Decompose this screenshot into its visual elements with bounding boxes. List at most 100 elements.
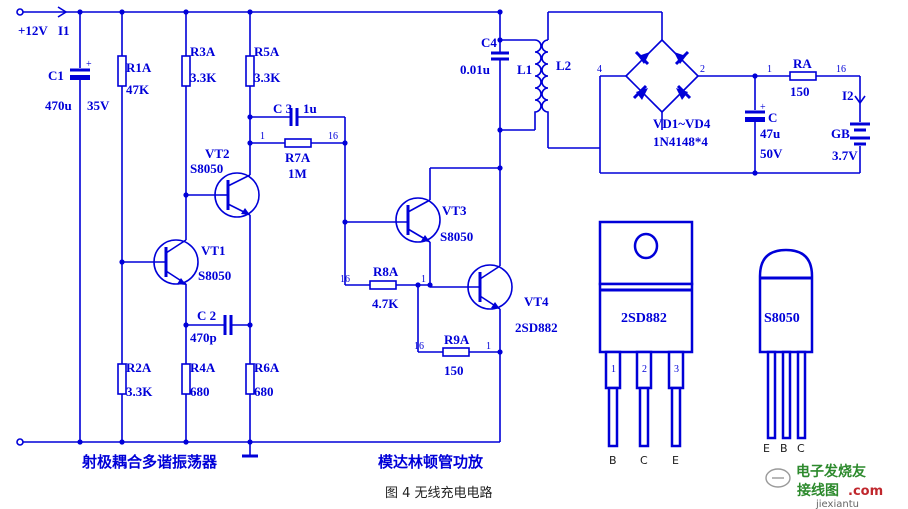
- vd-type: 1N4148*4: [653, 134, 708, 149]
- vd-label: VD1~VD4: [653, 116, 711, 131]
- amplifier-section-label: 模达林顿管功放: [378, 453, 484, 471]
- bridge-pin4: 4: [597, 64, 602, 75]
- vt2-base-junction: [183, 192, 189, 198]
- ra-pin16: 16: [836, 64, 846, 75]
- r9a-pin16: 16: [414, 341, 424, 352]
- r4a-value: 680: [190, 384, 210, 399]
- resistor-r4a: [181, 288, 191, 442]
- r4a-label: R4A: [190, 360, 216, 375]
- l2-label: L2: [556, 58, 571, 73]
- package-2sd882-pin-e: E: [672, 454, 679, 467]
- vt4-type: 2SD882: [515, 320, 558, 335]
- package-2sd882-name: 2SD882: [621, 311, 667, 326]
- vt2-type: S8050: [190, 161, 223, 176]
- r7a-label: R7A: [285, 150, 311, 165]
- svg-text:+: +: [86, 59, 92, 70]
- c-voltage: 50V: [760, 146, 783, 161]
- rail-junctions: [77, 9, 253, 445]
- capacitor-c2: [183, 315, 253, 335]
- c4-label: C4: [481, 35, 497, 50]
- r1a-label: R1A: [126, 60, 152, 75]
- svg-text:+: +: [760, 102, 766, 113]
- c-capacitance: 47u: [760, 126, 780, 141]
- r2a-value: 3.3K: [126, 384, 153, 399]
- r8a-pin1: 1: [421, 274, 426, 285]
- resistor-r6a: [245, 215, 255, 442]
- i1-label: I1: [58, 23, 70, 38]
- package-2sd882-pin-c: C: [640, 454, 648, 467]
- c1-voltage: 35V: [87, 98, 110, 113]
- oscillator-section-label: 射极耦合多谐振荡器: [81, 453, 218, 471]
- vt1-type: S8050: [198, 268, 231, 283]
- r9a-value: 150: [444, 363, 464, 378]
- package-s8050-pin-e: E: [763, 442, 770, 455]
- c-label: C: [768, 110, 777, 125]
- package-s8050-pin-c: C: [797, 442, 805, 455]
- top-power-rail: [16, 6, 500, 18]
- ra-label: RA: [793, 56, 812, 71]
- ra-pin1: 1: [767, 64, 772, 75]
- r5a-value: 3.3K: [254, 70, 281, 85]
- figure-caption: 图 4 无线充电电路: [385, 485, 493, 501]
- vt2-label: VT2: [205, 146, 230, 161]
- r3a-label: R3A: [190, 44, 216, 59]
- watermark-logo-icon: [765, 468, 791, 488]
- transistor-vt2: [214, 172, 260, 218]
- r8a-label: R8A: [373, 264, 399, 279]
- package-s8050-pin-b: B: [780, 442, 788, 455]
- resistor-r1a: [117, 12, 127, 364]
- transistor-vt3: [345, 167, 500, 285]
- package-2sd882: [598, 220, 694, 448]
- c2-value: 470p: [190, 330, 217, 345]
- watermark-line2: 接线图: [797, 482, 839, 499]
- r8a-pin16: 16: [340, 274, 350, 285]
- bottom-ground-rail: [16, 438, 500, 458]
- vt3-label: VT3: [442, 203, 467, 218]
- r5a-label: R5A: [254, 44, 280, 59]
- transistor-vt1: [122, 230, 199, 288]
- supply-label: +12V: [18, 23, 48, 38]
- vt3-type: S8050: [440, 229, 473, 244]
- bridge-rectifier: [599, 12, 860, 173]
- r9a-pin1: 1: [486, 341, 491, 352]
- watermark-line4: jiexiantu: [815, 499, 859, 509]
- resistor-r2a: [117, 363, 127, 442]
- r6a-value: 680: [254, 384, 274, 399]
- c2-label: C 2: [197, 308, 216, 323]
- c1-capacitance: 470u: [45, 98, 72, 113]
- package-2sd882-pinnum-3: 3: [674, 364, 679, 375]
- output-ground-junction: [752, 170, 758, 176]
- resistor-r8a: [345, 280, 433, 290]
- gb-voltage: 3.7V: [832, 148, 858, 163]
- resistor-r5a: [245, 12, 255, 175]
- resistor-r9a: [415, 282, 503, 357]
- r3a-value: 3.3K: [190, 70, 217, 85]
- r8a-value: 4.7K: [372, 296, 399, 311]
- capacitor-c1: +: [70, 12, 92, 442]
- ra-value: 150: [790, 84, 810, 99]
- c1-label: C1: [48, 68, 64, 83]
- c3-label: C 3: [273, 101, 293, 116]
- watermark: 电子发烧友 接线图 .com jiexiantu: [765, 463, 883, 509]
- i2-label: I2: [842, 88, 854, 103]
- bridge-pin2: 2: [700, 64, 705, 75]
- package-s8050-name: S8050: [764, 311, 800, 326]
- l1-label: L1: [517, 62, 532, 77]
- vt4-label: VT4: [524, 294, 549, 309]
- coil-l2: [541, 11, 662, 149]
- capacitor-c: +: [745, 73, 766, 173]
- resistor-ra: [789, 71, 817, 81]
- r1a-value: 47K: [126, 82, 150, 97]
- capacitor-c3: [247, 108, 346, 143]
- r2a-label: R2A: [126, 360, 152, 375]
- r7a-pin16: 16: [328, 131, 338, 142]
- r7a-value: 1M: [288, 166, 307, 181]
- watermark-line3: .com: [848, 484, 883, 499]
- package-s8050: [758, 248, 814, 440]
- r6a-label: R6A: [254, 360, 280, 375]
- vt1-label: VT1: [201, 243, 226, 258]
- r7a-pin1: 1: [260, 131, 265, 142]
- c3-value: 1u: [303, 101, 317, 116]
- r9a-label: R9A: [444, 332, 470, 347]
